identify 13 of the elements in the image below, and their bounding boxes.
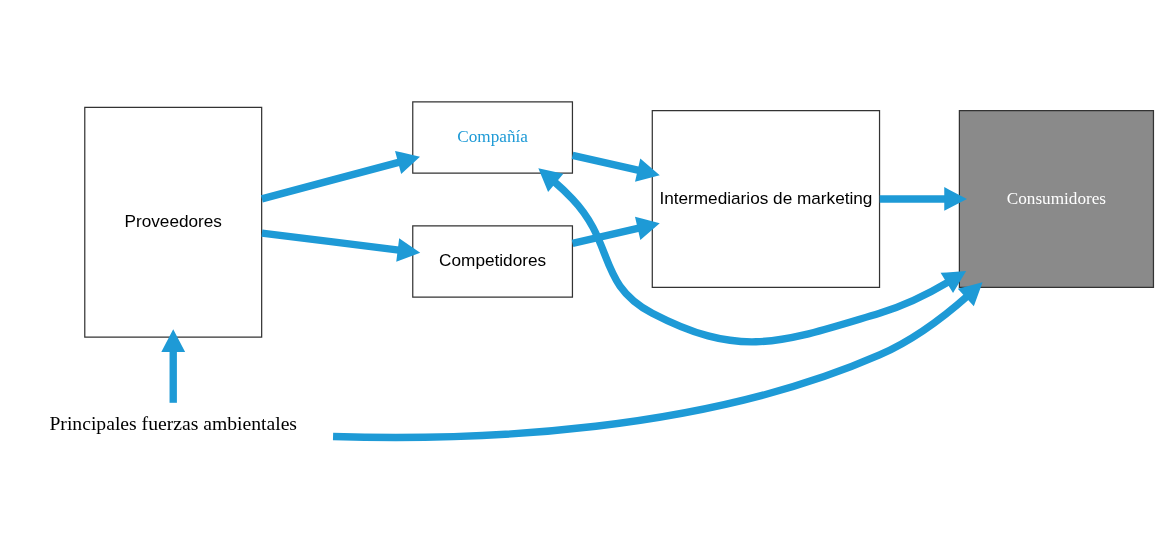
arrow <box>261 229 421 262</box>
arrow <box>332 282 983 442</box>
node-box: Compañía <box>412 101 574 174</box>
arrow <box>260 151 420 203</box>
node-box: Competidores <box>412 225 574 298</box>
node-box: Proveedores <box>84 106 263 338</box>
node-text: Principales fuerzas ambientales <box>49 411 298 434</box>
node-box: Consumidores <box>958 109 1155 288</box>
arrow <box>538 168 967 346</box>
arrow <box>571 216 660 247</box>
arrow <box>571 151 660 182</box>
arrow <box>879 187 967 211</box>
node-box: Intermediarios de marketing <box>651 109 881 288</box>
